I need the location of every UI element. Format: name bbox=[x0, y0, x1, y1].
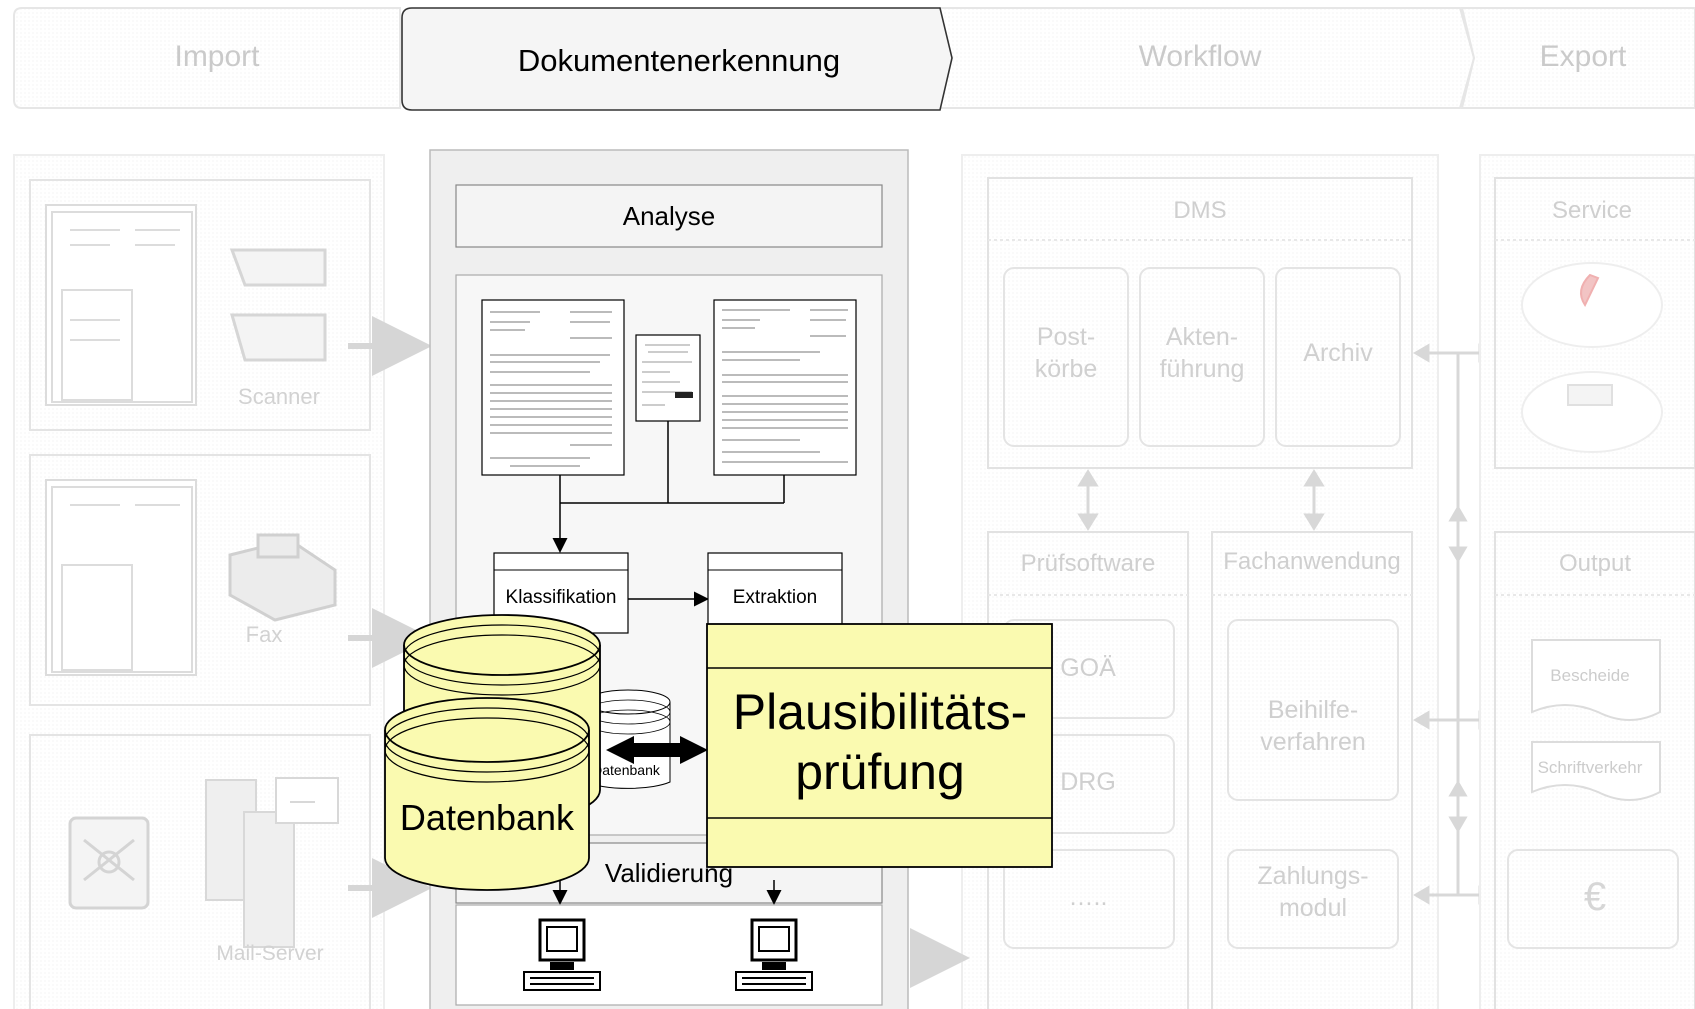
hotline-icon bbox=[1521, 262, 1663, 348]
klassifikation-label: Klassifikation bbox=[506, 587, 617, 608]
euro-icon: € bbox=[1584, 875, 1606, 919]
step-dokumentenerkennung-label: Dokumentenerkennung bbox=[518, 43, 840, 78]
drg-label: DRG bbox=[1060, 768, 1116, 796]
mail-icon bbox=[68, 816, 150, 910]
archiv-label: Archiv bbox=[1303, 339, 1373, 367]
postkoerbe-box[interactable] bbox=[1003, 267, 1129, 447]
payment-box[interactable] bbox=[1507, 849, 1679, 949]
fax-icon bbox=[228, 533, 337, 622]
step-import[interactable] bbox=[13, 7, 401, 109]
beihilfe-label-2: verfahren bbox=[1260, 728, 1366, 756]
mail-server-label: Mail-Server bbox=[216, 942, 323, 965]
invoice-document-right bbox=[713, 299, 857, 476]
postkoerbe-label-1: Post- bbox=[1037, 323, 1095, 351]
plausi-label-line2: prüfung bbox=[795, 744, 965, 800]
goae-label: GOÄ bbox=[1060, 654, 1116, 682]
import-column: Scanner Fax Mail-Server bbox=[13, 154, 432, 1009]
workstation-area bbox=[455, 904, 883, 1006]
beihilfe-box[interactable] bbox=[1227, 619, 1399, 801]
step-dokumentenerkennung[interactable] bbox=[401, 7, 953, 111]
ellipsis-label: ….. bbox=[1069, 883, 1108, 911]
mail-server-icon bbox=[205, 777, 339, 948]
scanner-icon bbox=[229, 248, 327, 362]
scanner-label: Scanner bbox=[238, 384, 320, 409]
analyse-label: Analyse bbox=[623, 201, 716, 231]
pruefsoftware-label: Prüfsoftware bbox=[1021, 550, 1156, 577]
analyse-box[interactable] bbox=[455, 184, 883, 248]
fax-documents-icon bbox=[45, 479, 197, 676]
extraktion-label: Extraktion bbox=[733, 587, 817, 608]
fax-label: Fax bbox=[246, 622, 283, 647]
prescription-document-middle bbox=[635, 334, 701, 422]
aktenfuehrung-label-2: führung bbox=[1160, 355, 1245, 383]
scanner-documents-icon bbox=[45, 204, 197, 406]
aktenfuehrung-box[interactable] bbox=[1139, 267, 1265, 447]
small-database-label: Datenbank bbox=[592, 762, 661, 778]
ellipsis-box[interactable] bbox=[1003, 849, 1175, 949]
step-export[interactable] bbox=[1460, 7, 1695, 109]
database-plausi-double-arrow bbox=[606, 736, 708, 764]
zahlungsmodul-label-2: modul bbox=[1279, 894, 1347, 922]
service-label: Service bbox=[1552, 197, 1632, 224]
datenbank-cylinders[interactable]: Datenbank bbox=[384, 614, 601, 891]
document-connectors bbox=[552, 421, 785, 553]
process-steps: Import Workflow Export Dokumentenerkennu… bbox=[13, 7, 1695, 111]
schriftverkehr-icon[interactable] bbox=[1531, 741, 1661, 801]
zahlungsmodul-label-1: Zahlungs- bbox=[1257, 862, 1368, 890]
output-label: Output bbox=[1559, 550, 1631, 577]
aktenfuehrung-label-1: Akten- bbox=[1166, 323, 1238, 351]
dms-label: DMS bbox=[1173, 197, 1226, 224]
step-export-label: Export bbox=[1540, 40, 1627, 73]
plausi-label-line1: Plausibilitäts- bbox=[733, 684, 1028, 740]
datenbank-label: Datenbank bbox=[400, 797, 575, 838]
zahlungsmodul-box[interactable] bbox=[1227, 849, 1399, 949]
fachanwendung-label: Fachanwendung bbox=[1223, 548, 1400, 575]
step-import-label: Import bbox=[174, 40, 260, 73]
invoice-document-left bbox=[481, 299, 625, 476]
workflow-column: DMS Post- körbe Akten- führung Archiv Pr… bbox=[961, 154, 1439, 1009]
bescheide-icon[interactable] bbox=[1531, 639, 1661, 721]
online-service-icon bbox=[1521, 371, 1663, 453]
postkoerbe-label-2: körbe bbox=[1035, 355, 1098, 383]
plausibilitaetspruefung-box[interactable]: Plausibilitäts- prüfung bbox=[706, 623, 1053, 868]
computer-workstation-icon-right bbox=[735, 918, 813, 991]
extraktion-box[interactable] bbox=[707, 552, 843, 634]
archiv-box[interactable] bbox=[1275, 267, 1401, 447]
computer-workstation-icon-left bbox=[523, 918, 601, 991]
beihilfe-label-1: Beihilfe- bbox=[1268, 696, 1358, 724]
step-workflow-label: Workflow bbox=[1139, 40, 1262, 73]
export-column: Service Output Bescheide Schriftverkehr … bbox=[1479, 154, 1695, 1009]
schriftverkehr-label: Schriftverkehr bbox=[1538, 758, 1643, 777]
datenbank-cylinder-front bbox=[384, 697, 590, 891]
bescheide-label: Bescheide bbox=[1550, 666, 1629, 685]
